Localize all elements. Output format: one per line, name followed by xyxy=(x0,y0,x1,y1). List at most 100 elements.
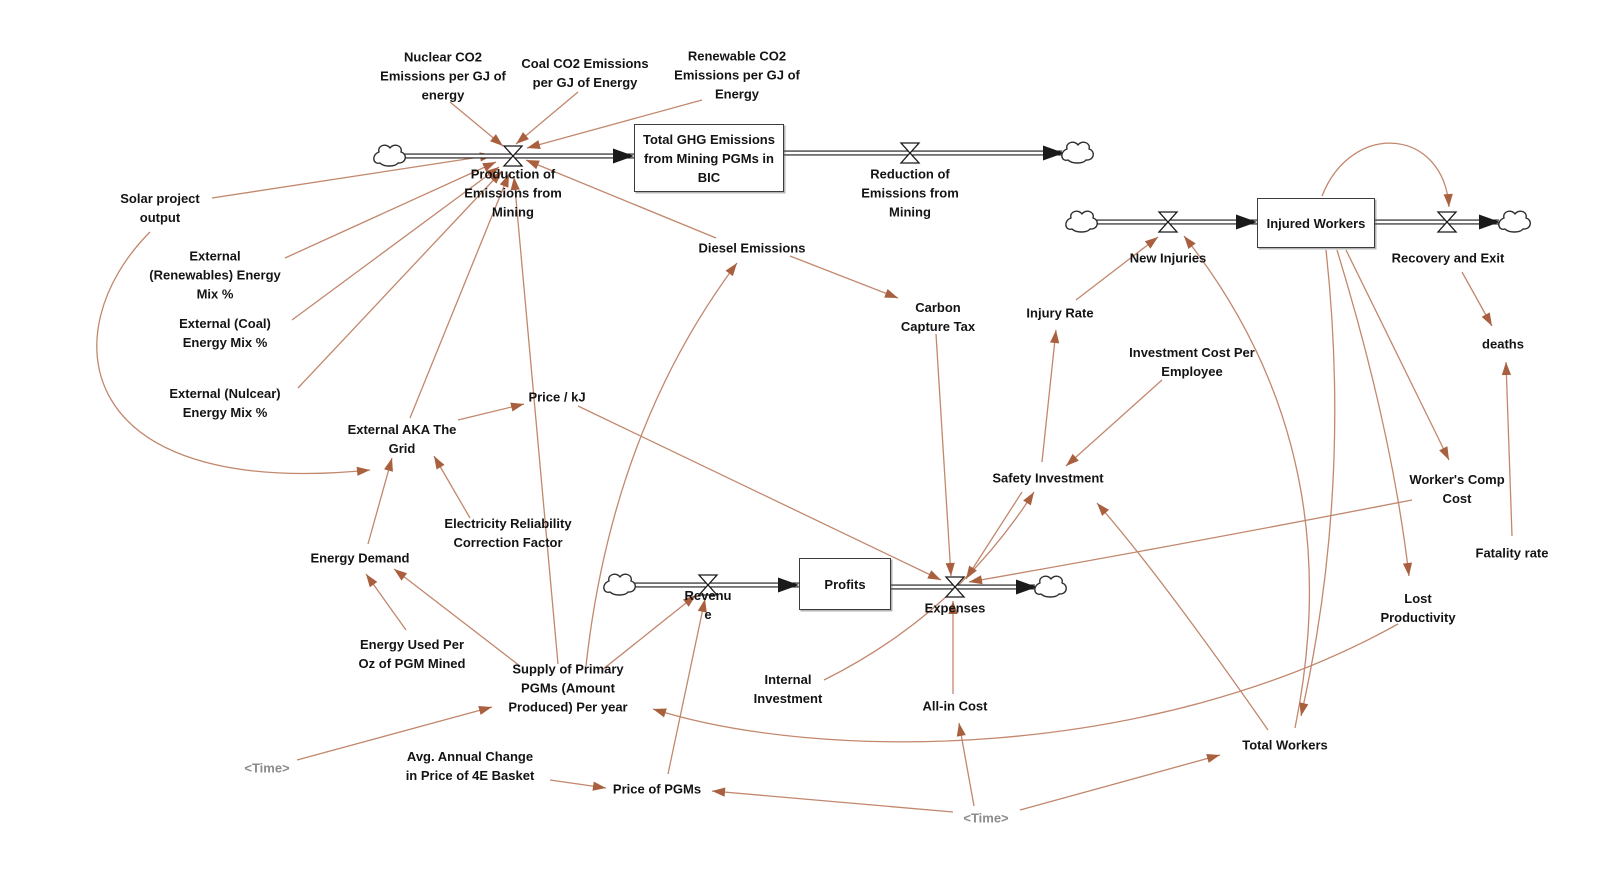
arrowhead-recovery-to-deaths xyxy=(1481,312,1492,326)
external-aka-the-grid-variable[interactable]: External AKA The Grid xyxy=(347,422,457,456)
workers-comp-cost-variable[interactable]: Worker's Comp Cost xyxy=(1409,472,1505,506)
arrowhead-safety-to-expenses xyxy=(966,565,977,579)
valve-production[interactable] xyxy=(502,145,524,167)
arrowhead-diesel-to-production xyxy=(526,160,540,170)
influence-investment-cost-to-safety xyxy=(1065,379,1163,467)
arrowhead-total-workers-to-new-injuries xyxy=(1184,236,1196,250)
influence-supply-to-revenue xyxy=(601,594,697,671)
time-left-variable[interactable]: <Time> xyxy=(244,760,290,776)
arrowhead-injury-rate-to-new-injuries xyxy=(1144,237,1158,249)
arrowhead-price-kj-to-expenses xyxy=(927,570,941,580)
new-injuries-variable[interactable]: New Injuries xyxy=(1129,250,1207,266)
cloud-expenses-sink xyxy=(1034,575,1067,598)
influence-price-pgms-to-revenue xyxy=(667,598,706,775)
arrowhead-grid-to-price-kj xyxy=(510,402,524,412)
flow-reduction-arrowhead xyxy=(1043,145,1064,161)
arrowhead-energy-per-oz-to-demand xyxy=(366,574,378,588)
recovery-and-exit-variable[interactable]: Recovery and Exit xyxy=(1391,250,1505,266)
flow-pipes-group xyxy=(403,145,1500,595)
valve-recovery[interactable] xyxy=(1436,211,1458,233)
time-right-variable[interactable]: <Time> xyxy=(963,810,1009,826)
influence-safety-to-injury-rate xyxy=(1041,329,1057,463)
influence-fatality-to-deaths xyxy=(1505,361,1513,537)
arrowhead-renewable-co2-to-production xyxy=(527,140,541,149)
energy-demand-variable[interactable]: Energy Demand xyxy=(310,550,410,566)
valve-revenue[interactable] xyxy=(697,574,719,596)
influence-injured-to-recovery xyxy=(1321,142,1450,208)
valve-revenue-bottom xyxy=(697,584,719,596)
internal-investment-variable[interactable]: Internal Investment xyxy=(753,672,823,706)
price-per-kj-variable[interactable]: Price / kJ xyxy=(528,389,586,405)
solar-project-output-variable[interactable]: Solar project output xyxy=(120,191,200,225)
arrowhead-time-to-supply xyxy=(478,705,492,715)
all-in-cost-variable[interactable]: All-in Cost xyxy=(922,698,988,714)
cloud-ghg-sink xyxy=(1061,141,1094,164)
nuclear-co2-variable[interactable]: Nuclear CO2 Emissions per GJ of energy xyxy=(380,49,506,103)
reduction-of-emissions-variable[interactable]: Reduction of Emissions from Mining xyxy=(861,166,959,220)
cloud-injuries-sink xyxy=(1498,210,1531,233)
flow-expenses-arrowhead xyxy=(1016,579,1037,595)
lost-productivity-variable[interactable]: Lost Productivity xyxy=(1380,591,1456,625)
influence-diesel-to-production xyxy=(525,159,717,239)
supply-of-primary-pgms-variable[interactable]: Supply of Primary PGMs (Amount Produced)… xyxy=(508,661,628,715)
arrowhead-carbon-tax-to-expenses xyxy=(945,562,955,576)
diesel-emissions-variable[interactable]: Diesel Emissions xyxy=(698,240,806,256)
arrowhead-time-to-price-pgms xyxy=(712,787,726,797)
influence-workers-comp-to-expenses xyxy=(968,499,1413,583)
coal-co2-variable[interactable]: Coal CO2 Emissions per GJ of Energy xyxy=(521,56,649,90)
total-ghg-emissions-stock[interactable]: Total GHG Emissions from Mining PGMs in … xyxy=(634,124,784,192)
electricity-reliability-variable[interactable]: Electricity Reliability Correction Facto… xyxy=(444,516,572,550)
carbon-capture-tax-variable[interactable]: Carbon Capture Tax xyxy=(900,300,976,334)
influence-injured-to-lost-productivity xyxy=(1336,249,1410,577)
influence-internal-investment-to-safety xyxy=(823,491,1035,681)
total-workers-variable[interactable]: Total Workers xyxy=(1242,737,1328,753)
arrowhead-supply-to-demand xyxy=(394,569,408,581)
production-of-emissions-variable[interactable]: Production of Emissions from Mining xyxy=(464,166,562,220)
valve-reduction[interactable] xyxy=(899,142,921,164)
clouds-group xyxy=(373,141,1531,598)
injury-rate-variable[interactable]: Injury Rate xyxy=(1026,305,1094,321)
valve-new-injuries[interactable] xyxy=(1157,211,1179,233)
revenue-variable[interactable]: Revenu e xyxy=(684,588,732,622)
investment-cost-per-employee-variable[interactable]: Investment Cost Per Employee xyxy=(1129,345,1255,379)
flow-revenue-arrowhead xyxy=(778,577,799,593)
influence-total-workers-to-safety xyxy=(1096,502,1269,731)
avg-annual-change-4e-variable[interactable]: Avg. Annual Change in Price of 4E Basket xyxy=(405,749,535,783)
ext-nuclear-mix-variable[interactable]: External (Nulcear) Energy Mix % xyxy=(169,386,281,420)
valve-expenses-bottom xyxy=(944,586,966,598)
profits-stock[interactable]: Profits xyxy=(799,558,891,610)
arrowhead-ext-coal-to-production xyxy=(485,167,499,179)
valve-recovery-bottom xyxy=(1436,221,1458,233)
injured-workers-stock[interactable]: Injured Workers xyxy=(1257,198,1375,248)
ext-renewables-mix-variable[interactable]: External (Renewables) Energy Mix % xyxy=(149,248,281,302)
influence-safety-to-expenses xyxy=(965,491,1023,580)
arrowhead-ext-nuclear-to-production xyxy=(489,171,502,184)
influence-injured-to-workers-comp xyxy=(1345,249,1450,461)
deaths-variable[interactable]: deaths xyxy=(1482,336,1524,352)
expenses-variable[interactable]: Expenses xyxy=(924,600,986,616)
influence-energy-demand-to-grid xyxy=(367,457,393,545)
arrowhead-fatality-to-deaths xyxy=(1501,362,1512,376)
safety-investment-variable[interactable]: Safety Investment xyxy=(992,470,1104,486)
influence-grid-to-production xyxy=(409,173,510,419)
valve-reduction-top xyxy=(899,142,921,154)
influence-supply-to-diesel xyxy=(585,262,738,667)
valve-expenses[interactable] xyxy=(944,576,966,598)
energy-used-per-oz-variable[interactable]: Energy Used Per Oz of PGM Mined xyxy=(358,637,466,671)
arrowhead-ext-renewables-to-production xyxy=(482,162,496,172)
arrowhead-energy-demand-to-grid xyxy=(384,458,393,472)
influence-time-to-total-workers xyxy=(1019,754,1221,811)
valve-new-injuries-top xyxy=(1157,211,1179,223)
ext-coal-mix-variable[interactable]: External (Coal) Energy Mix % xyxy=(179,316,271,350)
influence-ext-nuclear-to-production xyxy=(297,170,503,389)
arrowhead-investment-cost-to-safety xyxy=(1066,453,1079,466)
arrowhead-diesel-to-carbon-tax xyxy=(884,289,898,298)
arrowhead-time-to-all-in-cost xyxy=(956,723,966,737)
influence-ext-coal-to-production xyxy=(291,166,500,321)
arrowhead-injured-to-total-workers xyxy=(1299,702,1309,716)
price-of-pgms-variable[interactable]: Price of PGMs xyxy=(612,781,702,797)
renewable-co2-variable[interactable]: Renewable CO2 Emissions per GJ of Energy xyxy=(674,48,800,102)
influence-solar-to-production xyxy=(211,154,494,199)
fatality-rate-variable[interactable]: Fatality rate xyxy=(1475,545,1549,561)
